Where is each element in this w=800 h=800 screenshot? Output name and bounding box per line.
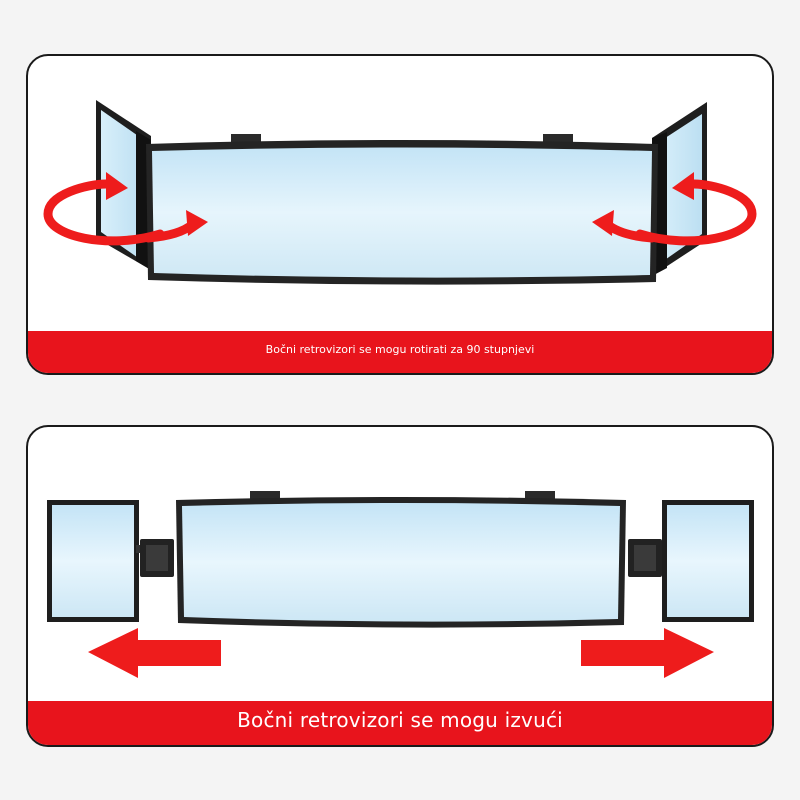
arrow-right-icon: [581, 628, 714, 678]
central-mirror: [176, 497, 626, 628]
right-side-mirror: [662, 500, 754, 622]
central-mirror: [146, 140, 658, 285]
mount-clip-left: [250, 491, 280, 500]
extending-mirror-illustration: [47, 491, 754, 678]
rotate-caption: Bočni retrovizori se mogu rotirati za 90…: [265, 343, 535, 356]
arrow-left-icon: [88, 628, 221, 678]
mount-clip-left: [231, 134, 261, 144]
extend-feature-panel: Bočni retrovizori se mogu izvući: [26, 425, 774, 747]
caption-band: Bočni retrovizori se mogu rotirati za 90…: [28, 331, 772, 373]
left-slider-bracket: [136, 539, 174, 577]
mount-clip-right: [543, 134, 573, 144]
mount-clip-right: [525, 491, 555, 500]
extend-caption: Bočni retrovizori se mogu izvući: [237, 708, 563, 732]
rotate-arrow-left-icon: [43, 172, 208, 246]
rotate-feature-panel: Bočni retrovizori se mogu rotirati za 90…: [26, 54, 774, 375]
caption-band: Bočni retrovizori se mogu izvući: [28, 701, 772, 745]
left-side-mirror: [47, 500, 139, 622]
rotate-arrow-right-icon: [592, 172, 757, 246]
rotating-mirror-illustration: [43, 100, 757, 285]
